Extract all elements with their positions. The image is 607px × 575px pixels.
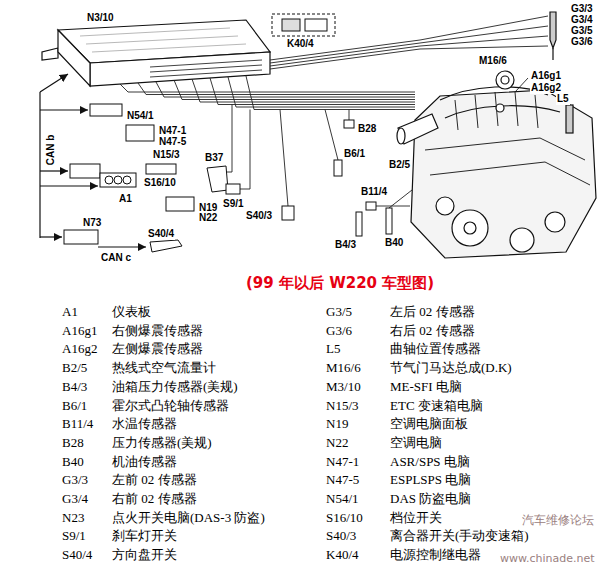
table-code: K40/4: [326, 547, 359, 562]
table-code: B40: [62, 454, 84, 469]
table-code: N19: [326, 416, 348, 431]
part-code: B6/1: [343, 148, 366, 160]
table-description: 节气门马达总成(D.K): [390, 360, 512, 375]
table-code: A1: [62, 304, 78, 319]
table-description: 点火开关电脑(DAS-3 防盗): [112, 510, 265, 525]
part-code: L5: [556, 93, 570, 105]
table-code: B4/3: [62, 379, 87, 394]
part-code: A16g1: [530, 70, 562, 82]
part-code: B40: [384, 237, 404, 249]
engine-drawing: [397, 12, 596, 258]
part-code: S16/10: [143, 177, 177, 189]
part-code: N73: [82, 217, 102, 229]
bus-label: CAN b: [45, 134, 57, 167]
table-code: N47-1: [326, 454, 359, 469]
table-description: ESPLSPS 电脑: [390, 472, 471, 487]
table-description: ASR/SPS 电脑: [390, 454, 470, 469]
table-description: 霍尔式凸轮轴传感器: [112, 398, 229, 413]
table-code: M16/6: [326, 360, 361, 375]
table-code: S9/1: [62, 528, 86, 543]
component-icons: [64, 104, 392, 252]
part-code: G3/6: [570, 36, 594, 48]
table-code: N54/1: [326, 491, 359, 506]
table-code: S16/10: [326, 510, 363, 525]
table-description: 压力传感器(美规): [112, 435, 212, 450]
table-code: G3/3: [62, 472, 88, 487]
table-code: N23: [62, 510, 84, 525]
table-code: B2/5: [62, 360, 87, 375]
part-code: N15/3: [152, 149, 181, 161]
part-code: N3/10: [86, 12, 115, 24]
table-description: 右后 02 传感器: [390, 323, 475, 338]
part-code: S9/1: [222, 198, 245, 210]
part-code: A1: [118, 193, 133, 205]
table-description: 热线式空气流量计: [112, 360, 216, 375]
table-description: 档位开关: [390, 510, 442, 525]
table-description: 机油传感器: [112, 454, 177, 469]
part-code: B28: [357, 123, 377, 135]
watermark: www.chinade.net: [500, 552, 595, 565]
can-bus-lines: [40, 74, 146, 247]
part-code: K40/4: [286, 38, 315, 50]
table-description: DAS 防盗电脑: [390, 491, 471, 506]
table-description: 刹车灯开关: [112, 528, 177, 543]
table-code: N47-5: [326, 472, 359, 487]
table-description: 左后 02 传感器: [390, 304, 475, 319]
table-code: M3/10: [326, 379, 361, 394]
part-code: N22: [198, 212, 218, 224]
table-code: B11/4: [62, 416, 93, 431]
part-code: B4/3: [334, 239, 357, 251]
table-code: S40/3: [326, 528, 356, 543]
table-code: B28: [62, 435, 84, 450]
relay-connector: [272, 14, 335, 36]
table-code: G3/5: [326, 304, 352, 319]
table-description: 空调电脑面板: [390, 416, 468, 431]
table-description: 左侧爆震传感器: [112, 341, 203, 356]
watermark: 汽车维修论坛: [522, 512, 594, 529]
table-description: ME-SFI 电脑: [390, 379, 462, 394]
table-description: 仪表板: [112, 304, 151, 319]
table-code: N22: [326, 435, 348, 450]
table-description: 油箱压力传感器(美规): [112, 379, 238, 394]
part-code: N47-5: [158, 136, 187, 148]
table-description: ETC 变速箱电脑: [390, 398, 483, 413]
table-code: N15/3: [326, 398, 359, 413]
table-description: 水温传感器: [112, 416, 177, 431]
table-description: 曲轴位置传感器: [390, 341, 481, 356]
table-description: 电源控制继电器: [390, 547, 481, 562]
table-description: 方向盘开关: [112, 547, 177, 562]
table-code: S40/4: [62, 547, 92, 562]
table-description: 左前 02 传感器: [112, 472, 197, 487]
table-description: 离合器开关(手动变速箱): [390, 528, 529, 543]
ecu-module: [42, 20, 270, 86]
part-code: M16/6: [478, 55, 508, 67]
table-code: B6/1: [62, 398, 87, 413]
table-code: A16g1: [62, 323, 97, 338]
part-code: B11/4: [360, 186, 388, 198]
table-description: 右前 02 传感器: [112, 491, 197, 506]
bus-label: CAN c: [100, 252, 132, 264]
figure-title: (99 年以后 W220 车型图): [246, 274, 434, 292]
table-code: L5: [326, 341, 340, 356]
part-code: N54/1: [126, 110, 155, 122]
part-code: S40/4: [147, 228, 175, 240]
table-code: G3/4: [62, 491, 88, 506]
table-code: G3/6: [326, 323, 352, 338]
part-code: B2/5: [388, 159, 411, 171]
table-code: A16g2: [62, 341, 97, 356]
table-description: 右侧爆震传感器: [112, 323, 203, 338]
part-code: B37: [204, 152, 224, 164]
part-code: S40/3: [245, 210, 273, 222]
table-description: 空调电脑: [390, 435, 442, 450]
